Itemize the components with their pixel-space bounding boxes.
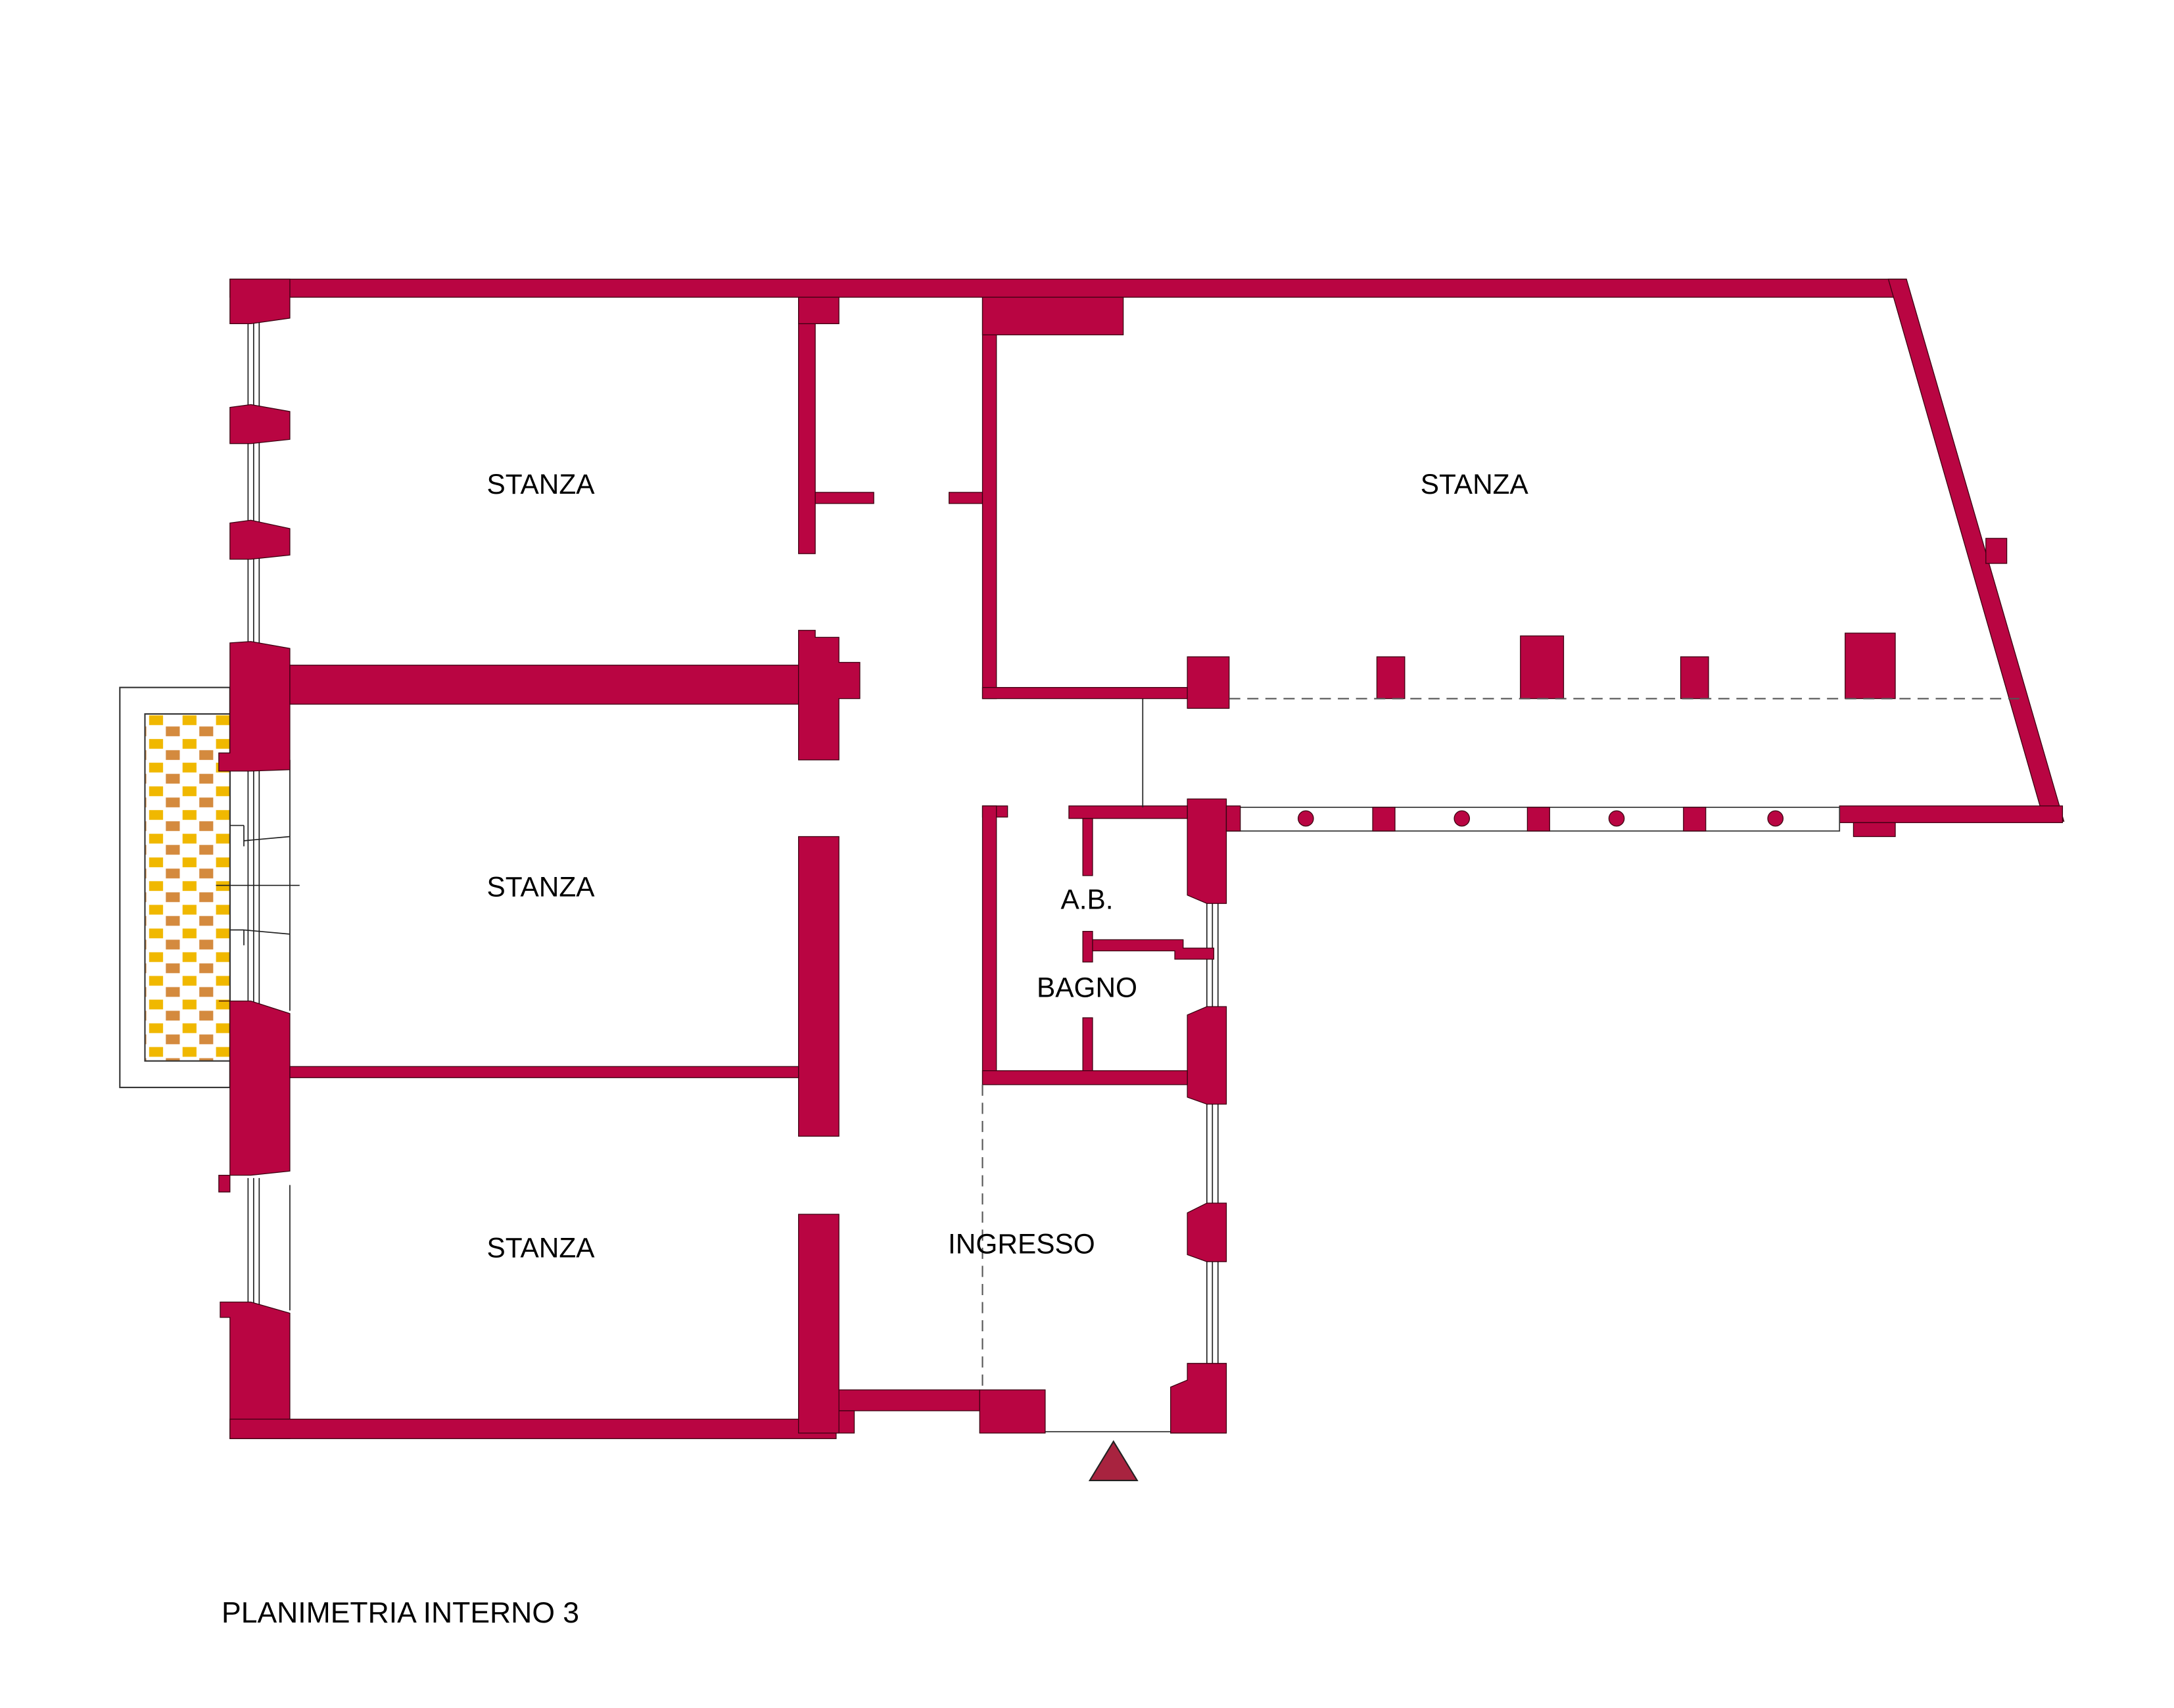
entrance-triangle-icon: [1088, 1440, 1139, 1481]
guide-lines: [981, 698, 2024, 1433]
room-label-stanza-top-right: STANZA: [1421, 469, 1529, 500]
room-label-ingresso: INGRESSO: [948, 1228, 1095, 1259]
room-label-bagno: BAGNO: [1037, 972, 1137, 1003]
balcony: [119, 686, 231, 1089]
left-windows: [216, 314, 1219, 1367]
plan-title: PLANIMETRIA INTERNO 3: [222, 1597, 579, 1629]
balcony-tiles: [144, 713, 231, 1062]
portico-columns: [1225, 805, 1841, 832]
room-label-stanza-middle-left: STANZA: [486, 872, 595, 903]
interior-walls: [289, 297, 1896, 1434]
room-label-ab: A.B.: [1060, 884, 1113, 915]
room-label-stanza-bottom-left: STANZA: [486, 1233, 595, 1264]
outer-walls: [218, 278, 2065, 1439]
room-label-stanza-top-left: STANZA: [486, 469, 595, 500]
